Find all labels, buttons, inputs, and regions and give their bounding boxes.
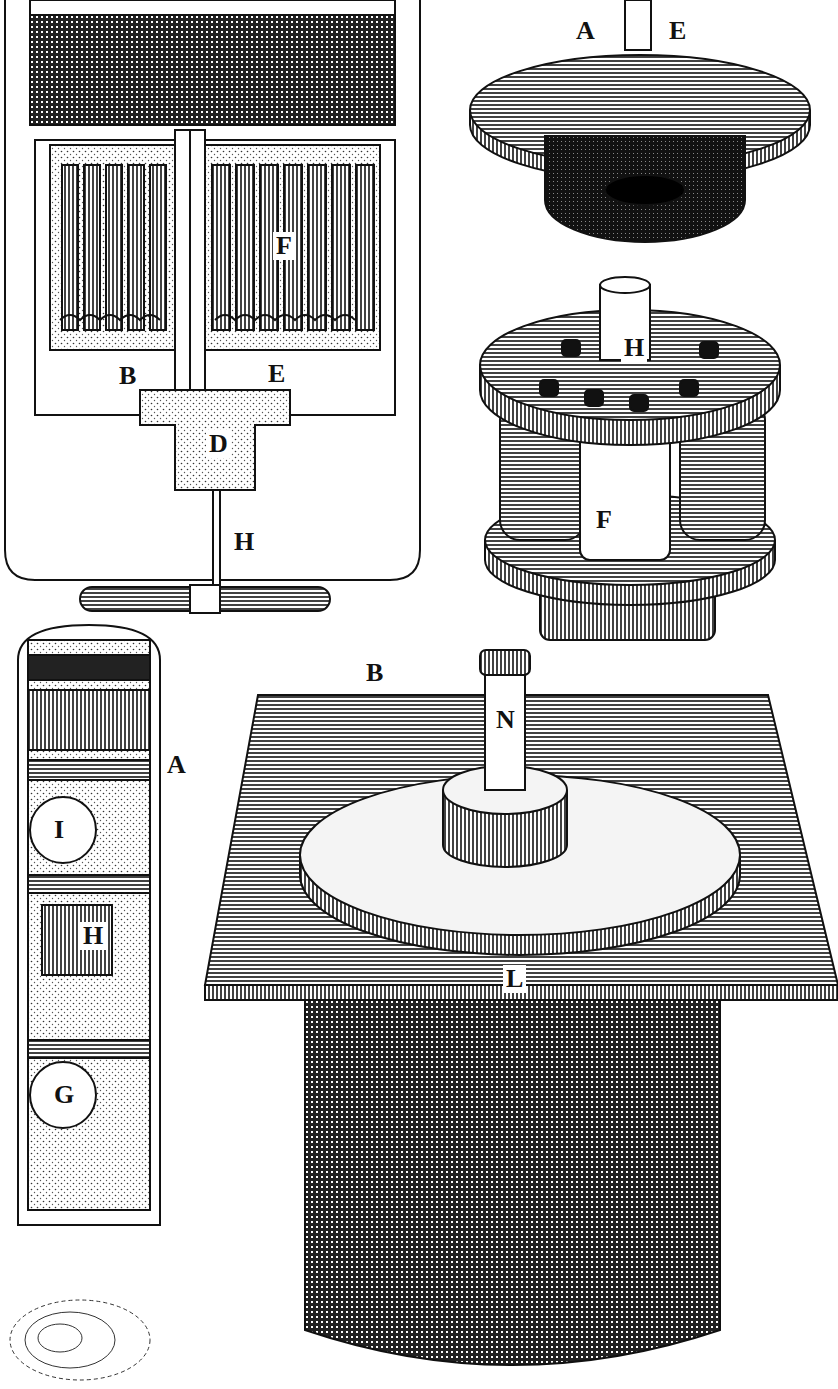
part-letter: B [116,362,139,390]
part-letter: F [593,506,615,534]
part-letter: H [621,334,647,362]
part-letter: N [493,706,518,734]
part-letter: E [666,17,689,45]
part-letter: I [51,816,67,844]
part-letter: A [573,17,598,45]
part-letter: G [51,1081,77,1109]
part-letter: L [503,965,526,993]
part-letter: D [206,430,231,458]
part-letter: B [363,659,386,687]
part-letter: H [80,922,106,950]
part-letter: E [265,360,288,388]
part-letter: H [231,528,257,556]
part-letter: F [273,232,295,260]
part-letter: A [164,751,189,779]
